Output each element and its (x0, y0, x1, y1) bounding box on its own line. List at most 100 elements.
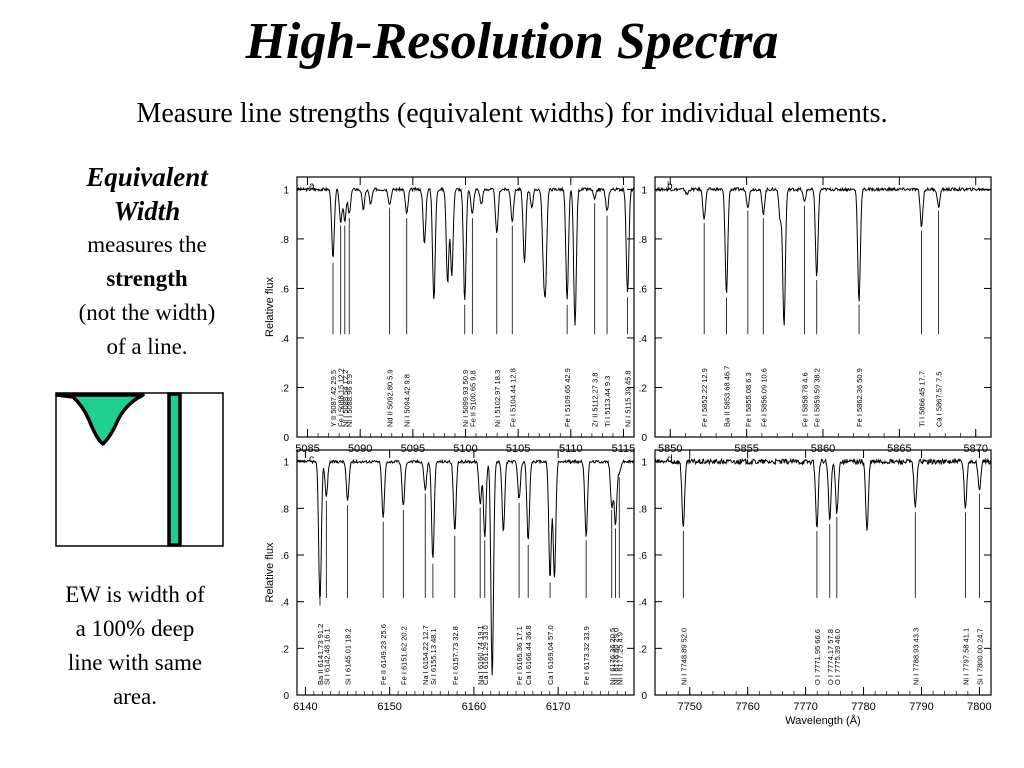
line-id-label: Ca I 5867.57 7.5 (935, 372, 944, 427)
diagram-frame (55, 392, 224, 547)
line-element: Ba II (316, 667, 325, 685)
line-element: Ni I (615, 672, 624, 685)
line-wavelength: 6169.04 (546, 640, 555, 669)
line-wavelength: 6151.62 (399, 641, 408, 670)
line-element: Ni I (611, 672, 620, 685)
line-id-label: Fe I 5852.22 12.9 (700, 368, 709, 427)
x-tick-label: 7790 (909, 701, 933, 713)
x-tick-label: 5110 (559, 443, 583, 455)
line-wavelength: 5088.96 (345, 384, 354, 413)
line-element: Ca I (546, 669, 555, 685)
line-ew: 12.9 (700, 368, 709, 383)
line-ew: 4.6 (800, 372, 809, 382)
line-element: O I (833, 673, 842, 685)
line-element: Ti I (918, 415, 927, 427)
y-tick-label: .6 (281, 551, 290, 562)
line-id-label: O I 7771.95 66.6 (813, 629, 822, 685)
x-tick-label: 5870 (963, 443, 987, 455)
ew-text-not-width: (not the width) (78, 300, 216, 325)
line-element: Si I (429, 672, 438, 685)
line-id-label: O I 7775.39 46.0 (833, 629, 842, 685)
line-wavelength: 5858.78 (800, 383, 809, 412)
line-element: Fe I (515, 670, 524, 685)
line-id-label: Fe I 6157.73 32.8 (451, 626, 460, 685)
line-element: O I (813, 673, 822, 685)
line-element: Fe I (399, 670, 408, 685)
line-id-label: Fe I 5859.59 38.2 (813, 368, 822, 427)
line-wavelength: 5100.65 (468, 381, 477, 410)
line-ew: 46.7 (722, 366, 731, 381)
x-tick-label: 5115 (612, 443, 636, 455)
line-element: Ni I (624, 414, 633, 427)
line-id-label: Ba II 6141.73 91.2 (316, 624, 325, 685)
line-ew: 16.1 (322, 628, 331, 643)
ew-title-line-2: Width (113, 196, 181, 226)
line-ew: 9.3 (603, 376, 612, 386)
line-wavelength: 5862.36 (855, 383, 864, 412)
line-wavelength: 5099.93 (461, 384, 470, 413)
line-element: Na I (421, 669, 430, 685)
line-ew: 20.5 (608, 628, 617, 643)
x-tick-label: 5090 (348, 443, 372, 455)
line-wavelength: 5088.15 (337, 383, 346, 412)
line-id-label: Ni I 5099.93 50.9 (461, 370, 470, 427)
line-wavelength: 6173.32 (582, 641, 591, 670)
line-wavelength: 6149.23 (379, 639, 388, 668)
line-ew: 9.8 (468, 370, 477, 380)
line-id-label: Ca I 6161.29 33.0 (481, 625, 490, 685)
line-ew: 12.8 (508, 368, 517, 383)
line-wavelength: 5856.09 (759, 383, 768, 412)
line-wavelength: 5852.22 (700, 383, 709, 412)
panel-letter: d (667, 454, 673, 465)
line-wavelength: 5855.08 (744, 383, 753, 412)
x-tick-label: 6170 (546, 701, 570, 713)
line-ew: 38.2 (813, 368, 822, 383)
x-tick-label: 5085 (295, 443, 319, 455)
line-wavelength: 5087.42 (329, 385, 338, 414)
line-element: Fe I (700, 412, 709, 427)
ew-definition: Equivalent Width measures the strength (… (52, 160, 242, 364)
line-id-label: Si I 6145.01 18.2 (344, 628, 353, 685)
y-tick-label: .6 (639, 551, 648, 562)
line-ew: 12.2 (337, 368, 346, 383)
line-id-label: Na I 6154.22 12.7 (421, 625, 430, 685)
line-id-label: Nd II 5092.80 5.9 (386, 369, 395, 427)
line-wavelength: 6160.74 (476, 640, 485, 669)
line-wavelength: 5112.27 (591, 383, 600, 412)
spectrum-trace (296, 186, 635, 326)
line-id-label: Si I 6155.13 48.1 (429, 628, 438, 685)
line-id-label: Ba II 5853.68 46.7 (722, 366, 731, 427)
line-ew: 25.6 (379, 624, 388, 639)
y-tick-label: .6 (639, 284, 648, 295)
line-ew: 33.9 (582, 626, 591, 641)
line-id-label: Zr II 5112.27 3.8 (591, 373, 600, 428)
y-tick-label: 1 (641, 458, 647, 469)
line-ew: 29.0 (611, 628, 620, 643)
y-tick-label: 1 (641, 185, 647, 196)
line-wavelength: 5088.54 (341, 384, 350, 413)
y-tick-label: .8 (639, 235, 648, 246)
line-element: Ca I (935, 411, 944, 427)
line-wavelength: 6177.25 (615, 642, 624, 671)
x-tick-label: 7770 (793, 701, 817, 713)
x-tick-label: 7760 (735, 701, 759, 713)
line-id-label: Ca I 6169.04 57.0 (546, 625, 555, 685)
line-wavelength: 5104.44 (508, 383, 517, 412)
line-wavelength: 6145.01 (344, 643, 353, 672)
ew-note-line-1: EW is width of (65, 582, 205, 607)
line-ew: 50.9 (855, 368, 864, 383)
line-element: Ni I (461, 414, 470, 427)
line-element: Fe I (800, 412, 809, 427)
line-element: Nd II (386, 409, 395, 427)
line-ew: 24.7 (975, 628, 984, 643)
line-element: Si I (322, 672, 331, 685)
line-ew: 18.3 (493, 370, 502, 385)
line-id-label: Ni I 5094.42 9.8 (403, 374, 412, 427)
line-element: Ni I (608, 672, 617, 685)
line-ew: 66.6 (813, 629, 822, 644)
line-element: Ni I (341, 414, 350, 427)
y-tick-label: 0 (641, 691, 647, 702)
line-wavelength: 7800.00 (975, 643, 984, 672)
line-id-label: Ni I 7748.89 52.0 (679, 628, 688, 685)
